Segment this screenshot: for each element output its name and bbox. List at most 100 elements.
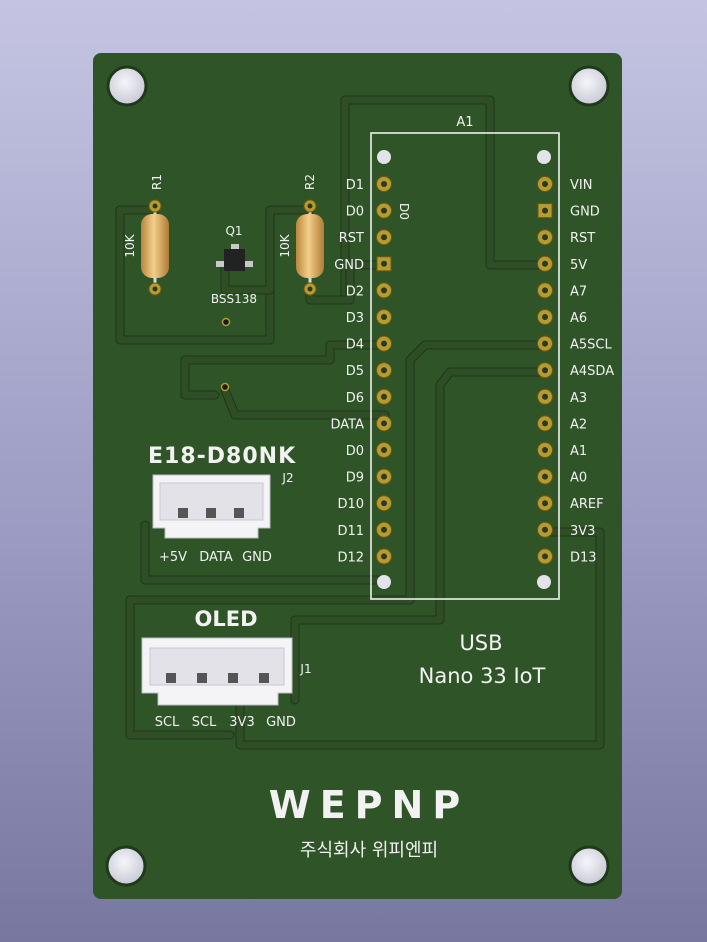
module-hole-bl bbox=[377, 575, 391, 589]
left-pin-label-2: D0 bbox=[346, 205, 364, 220]
right-pin-hole-13 bbox=[542, 500, 548, 507]
left-pin-hole-9 bbox=[381, 393, 387, 400]
left-pin-label-7: D4 bbox=[346, 338, 364, 353]
right-pin-label-11: A1 bbox=[570, 444, 587, 459]
right-pin-hole-5 bbox=[542, 287, 548, 294]
mount-hole-top-right bbox=[568, 65, 610, 107]
right-pin-label-13: AREF bbox=[570, 497, 604, 512]
j1-pin-2: SCL bbox=[192, 715, 217, 730]
module-hole-tr bbox=[537, 150, 551, 164]
right-pin-hole-11 bbox=[542, 447, 548, 453]
mount-hole-bottom-right bbox=[568, 845, 610, 887]
left-pin-label-5: D2 bbox=[346, 284, 364, 299]
left-pin-label-11: D0 bbox=[346, 444, 364, 459]
left-pin-hole-5 bbox=[381, 287, 387, 294]
right-pin-label-5: A7 bbox=[570, 284, 587, 299]
mount-hole-top-left bbox=[106, 65, 148, 107]
resistor-r2: R2 10K bbox=[278, 174, 324, 296]
left-pin-hole-12 bbox=[381, 473, 387, 480]
right-pin-label-7: A5SCL bbox=[570, 338, 612, 353]
module-model-label: Nano 33 IoT bbox=[419, 664, 546, 688]
left-pin-label-6: D3 bbox=[346, 311, 364, 326]
j2-pin-1: +5V bbox=[159, 550, 187, 565]
left-pin-hole-11 bbox=[381, 447, 387, 453]
left-pin-hole-7 bbox=[381, 340, 387, 347]
right-pin-label-8: A4SDA bbox=[570, 364, 614, 379]
right-pin-hole-4 bbox=[542, 260, 548, 267]
left-pin-label-8: D5 bbox=[346, 364, 364, 379]
module-ref: A1 bbox=[456, 115, 473, 130]
module-right-pin-column: VINGNDRST5VA7A6A5SCLA4SDAA3A2A1A0AREF3V3… bbox=[537, 176, 614, 565]
right-pin-label-9: A3 bbox=[570, 391, 587, 406]
module-outline bbox=[370, 132, 560, 600]
right-pin-hole-1 bbox=[542, 181, 548, 187]
left-pin-hole-14 bbox=[381, 526, 387, 533]
right-pin-label-1: VIN bbox=[570, 178, 592, 193]
j2-title: E18-D80NK bbox=[148, 444, 296, 469]
mount-hole-bottom-left bbox=[105, 845, 147, 887]
left-pin-label-10: DATA bbox=[331, 417, 365, 432]
j1-title: OLED bbox=[194, 607, 257, 631]
connector-j2: E18-D80NK J2 +5V DATA GND bbox=[148, 444, 296, 565]
copper-traces bbox=[115, 95, 605, 750]
j1-pin-1: SCL bbox=[155, 715, 180, 730]
right-pin-label-15: D13 bbox=[570, 550, 597, 565]
right-pin-label-2: GND bbox=[570, 205, 600, 220]
module-name-label: USB bbox=[459, 631, 502, 655]
j1-ref: J1 bbox=[299, 662, 311, 676]
left-pin-hole-15 bbox=[381, 553, 387, 560]
r2-ref: R2 bbox=[303, 174, 317, 190]
r1-value: 10K bbox=[123, 233, 137, 257]
j1-pin-3: 3V3 bbox=[229, 715, 254, 730]
j2-ref: J2 bbox=[281, 471, 293, 485]
left-pin-label-13: D10 bbox=[337, 497, 364, 512]
left-pin-label-15: D12 bbox=[337, 550, 364, 565]
right-pin-hole-10 bbox=[542, 420, 548, 427]
q1-part: BSS138 bbox=[211, 292, 257, 306]
left-pin-hole-4 bbox=[381, 260, 387, 267]
left-pin-hole-2 bbox=[381, 207, 387, 214]
left-pin-hole-1 bbox=[381, 181, 387, 187]
right-pin-hole-2 bbox=[542, 207, 548, 214]
via-2 bbox=[220, 382, 230, 392]
right-pin-label-10: A2 bbox=[570, 417, 587, 432]
left-pin-hole-3 bbox=[381, 234, 387, 241]
right-pin-hole-7 bbox=[542, 340, 548, 347]
left-pin-label-1: D1 bbox=[346, 178, 364, 193]
module-hole-br bbox=[537, 575, 551, 589]
left-pin-hole-6 bbox=[381, 314, 387, 320]
r1-ref: R1 bbox=[150, 174, 164, 190]
right-pin-hole-12 bbox=[542, 473, 548, 480]
left-pin-hole-10 bbox=[381, 420, 387, 427]
brand-logo: WEPNP bbox=[269, 783, 469, 827]
module-rotated-label: D0 bbox=[397, 203, 411, 220]
r2-value: 10K bbox=[278, 233, 292, 257]
via-1 bbox=[221, 317, 231, 327]
left-pin-hole-13 bbox=[381, 500, 387, 507]
right-pin-label-4: 5V bbox=[570, 258, 587, 273]
right-pin-label-14: 3V3 bbox=[570, 524, 595, 539]
left-pin-hole-8 bbox=[381, 367, 387, 374]
company-name: 주식회사 위피엔피 bbox=[300, 840, 438, 861]
right-pin-hole-3 bbox=[542, 234, 548, 241]
resistor-r1: R1 10K bbox=[123, 174, 169, 296]
module-hole-tl bbox=[377, 150, 391, 164]
right-pin-hole-8 bbox=[542, 367, 548, 374]
j2-pin-2: DATA bbox=[199, 550, 233, 565]
connector-j1: OLED J1 SCL SCL 3V3 GND bbox=[141, 607, 312, 730]
j2-pin-3: GND bbox=[242, 550, 272, 565]
right-pin-label-6: A6 bbox=[570, 311, 587, 326]
q1-ref: Q1 bbox=[225, 224, 242, 238]
left-pin-label-4: GND bbox=[334, 258, 364, 273]
left-pin-label-12: D9 bbox=[346, 471, 364, 486]
transistor-q1: Q1 BSS138 bbox=[211, 224, 257, 306]
right-pin-hole-14 bbox=[542, 526, 548, 533]
left-pin-label-3: RST bbox=[339, 231, 364, 246]
right-pin-hole-9 bbox=[542, 393, 548, 400]
j1-pin-4: GND bbox=[266, 715, 296, 730]
right-pin-label-12: A0 bbox=[570, 471, 587, 486]
right-pin-hole-6 bbox=[542, 314, 548, 320]
right-pin-hole-15 bbox=[542, 553, 548, 560]
